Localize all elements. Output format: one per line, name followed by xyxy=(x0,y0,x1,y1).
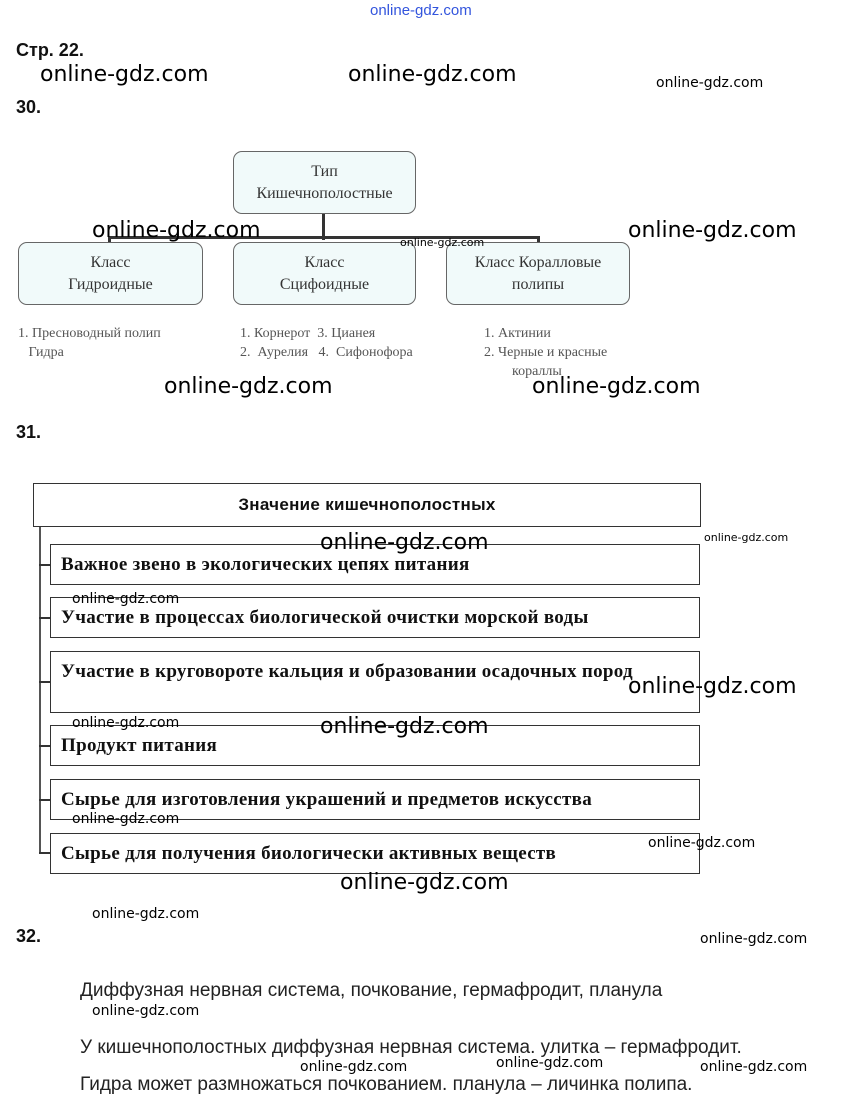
task-32-number: 32. xyxy=(16,926,42,946)
answer-line: Гидра может размножаться почкованием. пл… xyxy=(80,1074,693,1095)
watermark: online-gdz.com xyxy=(348,62,517,87)
list-coral: 1. Актинии 2. Черные и красные кораллы xyxy=(484,326,608,379)
watermark: online-gdz.com xyxy=(628,218,797,243)
value-item: Сырье для получения биологически активны… xyxy=(50,833,700,874)
watermark: online-gdz.com xyxy=(72,591,180,607)
watermark: online-gdz.com xyxy=(300,1059,408,1075)
answer-line: У кишечнополостных диффузная нервная сис… xyxy=(80,1037,742,1058)
connector xyxy=(108,236,540,239)
list-hydroid: 1. Пресноводный полип Гидра xyxy=(18,326,161,360)
watermark: online-gdz.com xyxy=(700,931,808,947)
watermark: online-gdz.com xyxy=(532,374,701,399)
watermark: online-gdz.com xyxy=(72,811,180,827)
watermark: online-gdz.com xyxy=(164,374,333,399)
value-header: Значение кишечнополостных xyxy=(33,483,701,527)
watermark: online-gdz.com xyxy=(340,870,509,895)
task-30-number: 30. xyxy=(16,97,42,117)
watermark: online-gdz.com xyxy=(92,906,200,922)
watermark: online-gdz.com xyxy=(40,62,209,87)
page-label: Стр. 22. xyxy=(16,40,84,60)
top-link[interactable]: online-gdz.com xyxy=(370,2,472,19)
list-scyphoid: 1. Корнерот 3. Цианея 2. Аурелия 4. Сифо… xyxy=(240,326,413,360)
watermark: online-gdz.com xyxy=(400,236,485,249)
watermark: online-gdz.com xyxy=(496,1055,604,1071)
task-31-number: 31. xyxy=(16,422,42,442)
value-item: Участие в круговороте кальция и образова… xyxy=(50,651,700,713)
watermark: online-gdz.com xyxy=(320,714,489,739)
watermark: online-gdz.com xyxy=(92,218,261,243)
watermark: online-gdz.com xyxy=(92,1003,200,1019)
watermark: online-gdz.com xyxy=(648,835,756,851)
watermark: online-gdz.com xyxy=(628,674,797,699)
watermark: online-gdz.com xyxy=(704,531,789,544)
value-item: Важное звено в экологических цепях питан… xyxy=(50,544,700,585)
watermark: online-gdz.com xyxy=(72,715,180,731)
value-item: Сырье для изготовления украшений и предм… xyxy=(50,779,700,820)
answer-line: Диффузная нервная система, почкование, г… xyxy=(80,980,663,1001)
value-item: Участие в процессах биологической очистк… xyxy=(50,597,700,638)
value-item: Продукт питания xyxy=(50,725,700,766)
watermark: online-gdz.com xyxy=(700,1059,808,1075)
watermark: online-gdz.com xyxy=(656,75,764,91)
watermark: online-gdz.com xyxy=(320,530,489,555)
